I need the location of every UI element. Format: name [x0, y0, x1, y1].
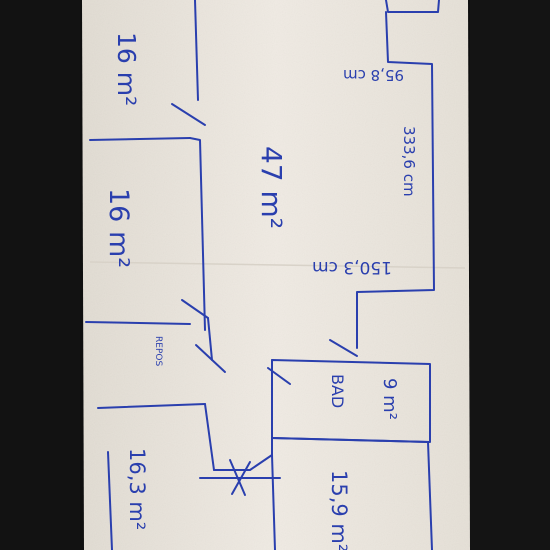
dimension-right: 333,6 cm: [400, 126, 418, 197]
room-name-repos: REPOS: [153, 336, 163, 366]
dimension-middle: 150,3 cm: [312, 257, 392, 277]
dimension-top: 95,8 cm: [343, 66, 404, 84]
room-area-bottom-right: 15,9 m²: [327, 470, 351, 550]
room-area-top-left: 16 m²: [112, 32, 141, 106]
room-area-bottom-left: 16,3 m²: [125, 448, 149, 530]
room-area-living: 47 m²: [255, 146, 288, 229]
room-name-bad: BAD: [328, 374, 347, 408]
table-wood-streak-right: [470, 0, 550, 550]
paper-fold-line: [89, 261, 466, 269]
table-wood-streak: [0, 0, 80, 550]
room-area-bath: 9 m²: [379, 378, 400, 420]
floorplan-walls: [85, 0, 440, 550]
paper-grain: [82, 0, 470, 550]
room-area-left-middle: 16 m²: [103, 188, 134, 268]
